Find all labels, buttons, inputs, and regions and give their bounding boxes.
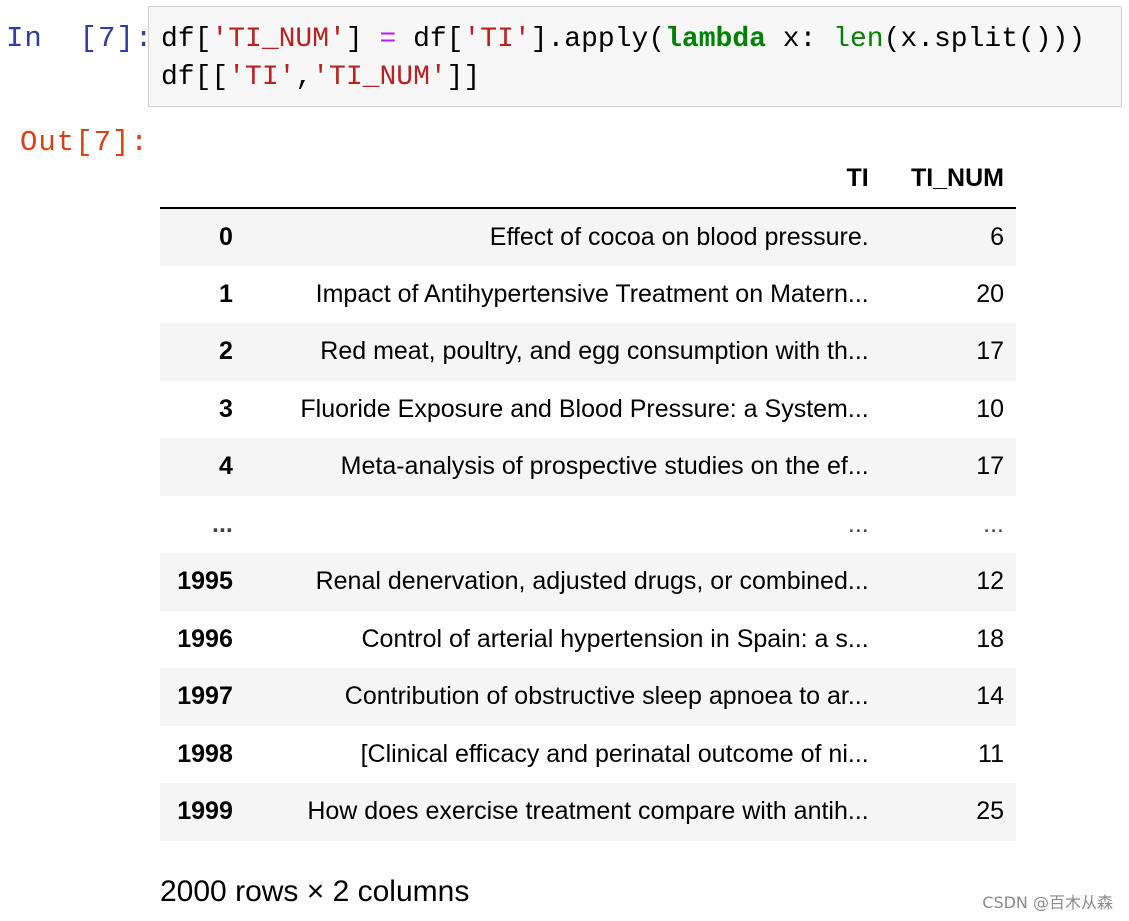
code-token: lambda <box>665 24 766 55</box>
cell-ti-num: 10 <box>976 394 1004 423</box>
cell-ti: Renal denervation, adjusted drugs, or co… <box>315 567 869 596</box>
table-row: 1997 Contribution of obstructive sleep ap… <box>160 668 1016 726</box>
cell-ti: ... <box>847 509 869 538</box>
cell-ti: [Clinical efficacy and perinatal outcome… <box>360 739 869 768</box>
code-token: x: <box>765 24 834 55</box>
cell-ti-num: 17 <box>976 452 1004 481</box>
table-row: 0 Effect of cocoa on blood pressure. 6 <box>160 208 1016 266</box>
cell-ti: Fluoride Exposure and Blood Pressure: a … <box>300 394 869 423</box>
cell-ti: How does exercise treatment compare with… <box>307 797 869 826</box>
table-row: 3 Fluoride Exposure and Blood Pressure: a… <box>160 381 1016 439</box>
code-token: df[ <box>396 24 464 55</box>
cell-ti: Red meat, poultry, and egg consumption w… <box>320 337 869 366</box>
cell-ti-num: 25 <box>976 797 1004 826</box>
cell-ti: Effect of cocoa on blood pressure. <box>489 222 869 251</box>
cell-ti: Control of arterial hypertension in Spai… <box>361 624 869 653</box>
code-token: 'TI' <box>228 62 296 93</box>
input-prompt: In [7]: <box>6 22 154 55</box>
cell-ti-num: 17 <box>976 337 1004 366</box>
cell-ti-num: 18 <box>976 624 1004 653</box>
dataframe-shape-label: 2000 rows × 2 columns <box>160 875 470 908</box>
code-token: ] <box>345 24 380 55</box>
code-token: , <box>295 62 313 93</box>
table-header-row: TI TI_NUM <box>160 150 1016 209</box>
cell-ti-num: 20 <box>976 279 1004 308</box>
table-row: 1996 Control of arterial hypertension in … <box>160 611 1016 669</box>
code-token: ].apply( <box>530 24 666 55</box>
code-token: = <box>379 24 397 55</box>
cell-ti-num: 12 <box>976 567 1004 596</box>
row-index: 4 <box>218 452 233 481</box>
row-index: 3 <box>218 394 233 423</box>
row-index: 1997 <box>177 682 233 711</box>
code-token: df[ <box>161 24 212 55</box>
code-token: 'TI' <box>463 24 531 55</box>
row-index: 0 <box>218 222 233 251</box>
code-token: len <box>833 24 884 55</box>
code-cell-input[interactable]: df['TI_NUM'] = df['TI'].apply(lambda x: … <box>148 6 1122 107</box>
output-prompt: Out[7]: <box>20 126 149 159</box>
table-row: 1998 [Clinical efficacy and perinatal out… <box>160 726 1016 784</box>
watermark: CSDN @百木从森 <box>982 893 1113 912</box>
table-row: 1 Impact of Antihypertensive Treatment on… <box>160 266 1016 324</box>
table-row: 1999 How does exercise treatment compare … <box>160 783 1016 841</box>
code-token: ]] <box>446 62 481 93</box>
code-token: 'TI_NUM' <box>312 62 447 93</box>
code-line: df['TI_NUM'] = df['TI'].apply(lambda x: … <box>161 21 1121 59</box>
code-token: 'TI_NUM' <box>211 24 346 55</box>
cell-ti-num: ... <box>983 509 1004 538</box>
code-line: df[['TI','TI_NUM']] <box>161 59 1121 97</box>
cell-ti: Meta-analysis of prospective studies on … <box>340 452 869 481</box>
row-index: 1999 <box>177 797 233 826</box>
cell-ti-num: 14 <box>976 682 1004 711</box>
column-header-ti: TI <box>258 150 881 209</box>
index-header <box>160 150 259 209</box>
row-index: 1995 <box>177 567 233 596</box>
row-index: 1 <box>218 279 233 308</box>
code-token: df[[ <box>161 62 229 93</box>
cell-ti-num: 6 <box>990 222 1004 251</box>
cell-ti-num: 11 <box>978 739 1004 768</box>
table-row: 2 Red meat, poultry, and egg consumption … <box>160 323 1016 381</box>
row-index: ... <box>212 509 233 538</box>
cell-ti: Contribution of obstructive sleep apnoea… <box>344 682 869 711</box>
cell-ti: Impact of Antihypertensive Treatment on … <box>315 279 869 308</box>
table-row: 1995 Renal denervation, adjusted drugs, o… <box>160 553 1016 611</box>
row-index: 2 <box>218 337 233 366</box>
dataframe-table: TI TI_NUM 0 Effect of cocoa on blood pres… <box>160 150 1016 841</box>
code-token: (x.split())) <box>883 24 1086 55</box>
table-row: 4 Meta-analysis of prospective studies on… <box>160 438 1016 496</box>
row-index: 1996 <box>177 624 233 653</box>
column-header-ti-num: TI_NUM <box>880 150 1016 209</box>
table-row: ......... <box>160 496 1016 554</box>
row-index: 1998 <box>177 739 233 768</box>
